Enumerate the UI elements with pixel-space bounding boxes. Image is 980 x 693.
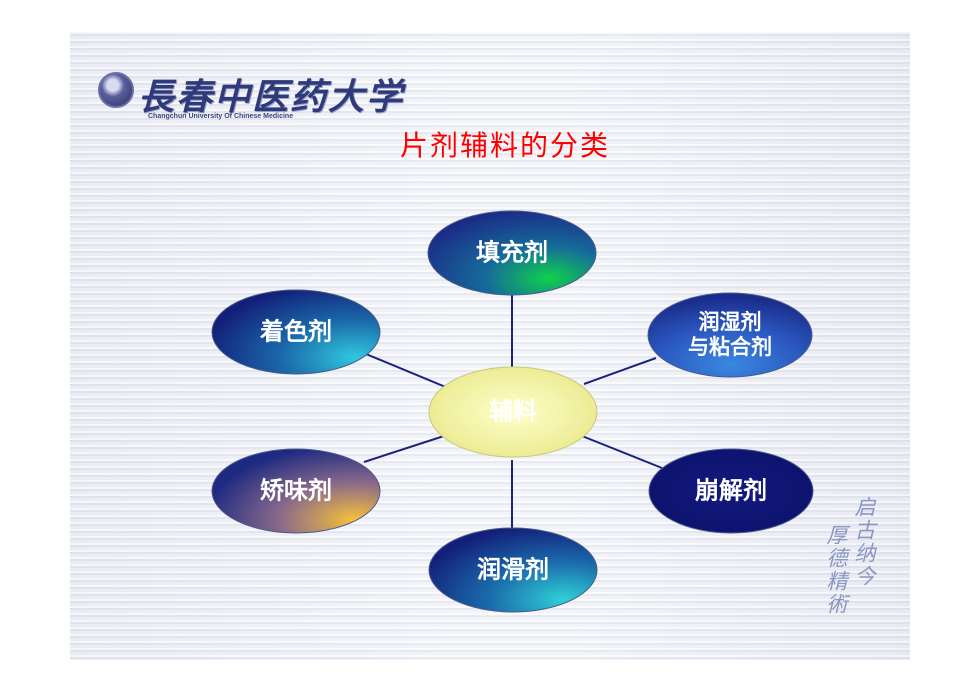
center-node-label: 辅料 bbox=[489, 397, 537, 426]
node-lower-right-label: 崩解剂 bbox=[695, 476, 767, 505]
connector-lower-right bbox=[581, 435, 663, 469]
connector-lines bbox=[363, 290, 663, 532]
motto-column-1: 启古纳今 bbox=[852, 496, 876, 588]
connector-upper-left bbox=[365, 353, 449, 389]
node-upper-right-line2: 与粘合剂 bbox=[688, 335, 772, 359]
node-bottom-ellipse bbox=[428, 527, 598, 613]
connector-lower-left bbox=[363, 435, 445, 463]
center-node-ellipse bbox=[428, 366, 598, 458]
node-bottom-label: 润滑剂 bbox=[477, 555, 549, 584]
node-top-label: 填充剂 bbox=[476, 238, 548, 267]
node-upper-right-label: 润湿剂 与粘合剂 bbox=[688, 310, 772, 360]
node-lower-right-ellipse bbox=[648, 448, 814, 534]
node-upper-right-ellipse bbox=[647, 292, 813, 378]
connector-upper-right bbox=[583, 357, 657, 385]
slide-title: 片剂辅料的分类 bbox=[400, 129, 611, 162]
classification-diagram bbox=[211, 210, 814, 613]
motto-column-2: 厚德精術 bbox=[824, 524, 848, 616]
node-lower-left-ellipse bbox=[211, 448, 381, 534]
university-seal-icon bbox=[98, 72, 134, 108]
node-lower-left-label: 矫味剂 bbox=[260, 476, 332, 505]
node-upper-left-label: 着色剂 bbox=[260, 317, 332, 346]
logo-chinese-name: 長春中医药大学 bbox=[138, 76, 405, 118]
slide: 長春中医药大学 Changchun University Of Chinese … bbox=[70, 32, 910, 660]
node-upper-left-ellipse bbox=[211, 289, 381, 375]
node-upper-right-line1: 润湿剂 bbox=[698, 310, 762, 334]
node-top-ellipse bbox=[427, 210, 597, 296]
logo-english-name: Changchun University Of Chinese Medicine bbox=[148, 113, 294, 120]
